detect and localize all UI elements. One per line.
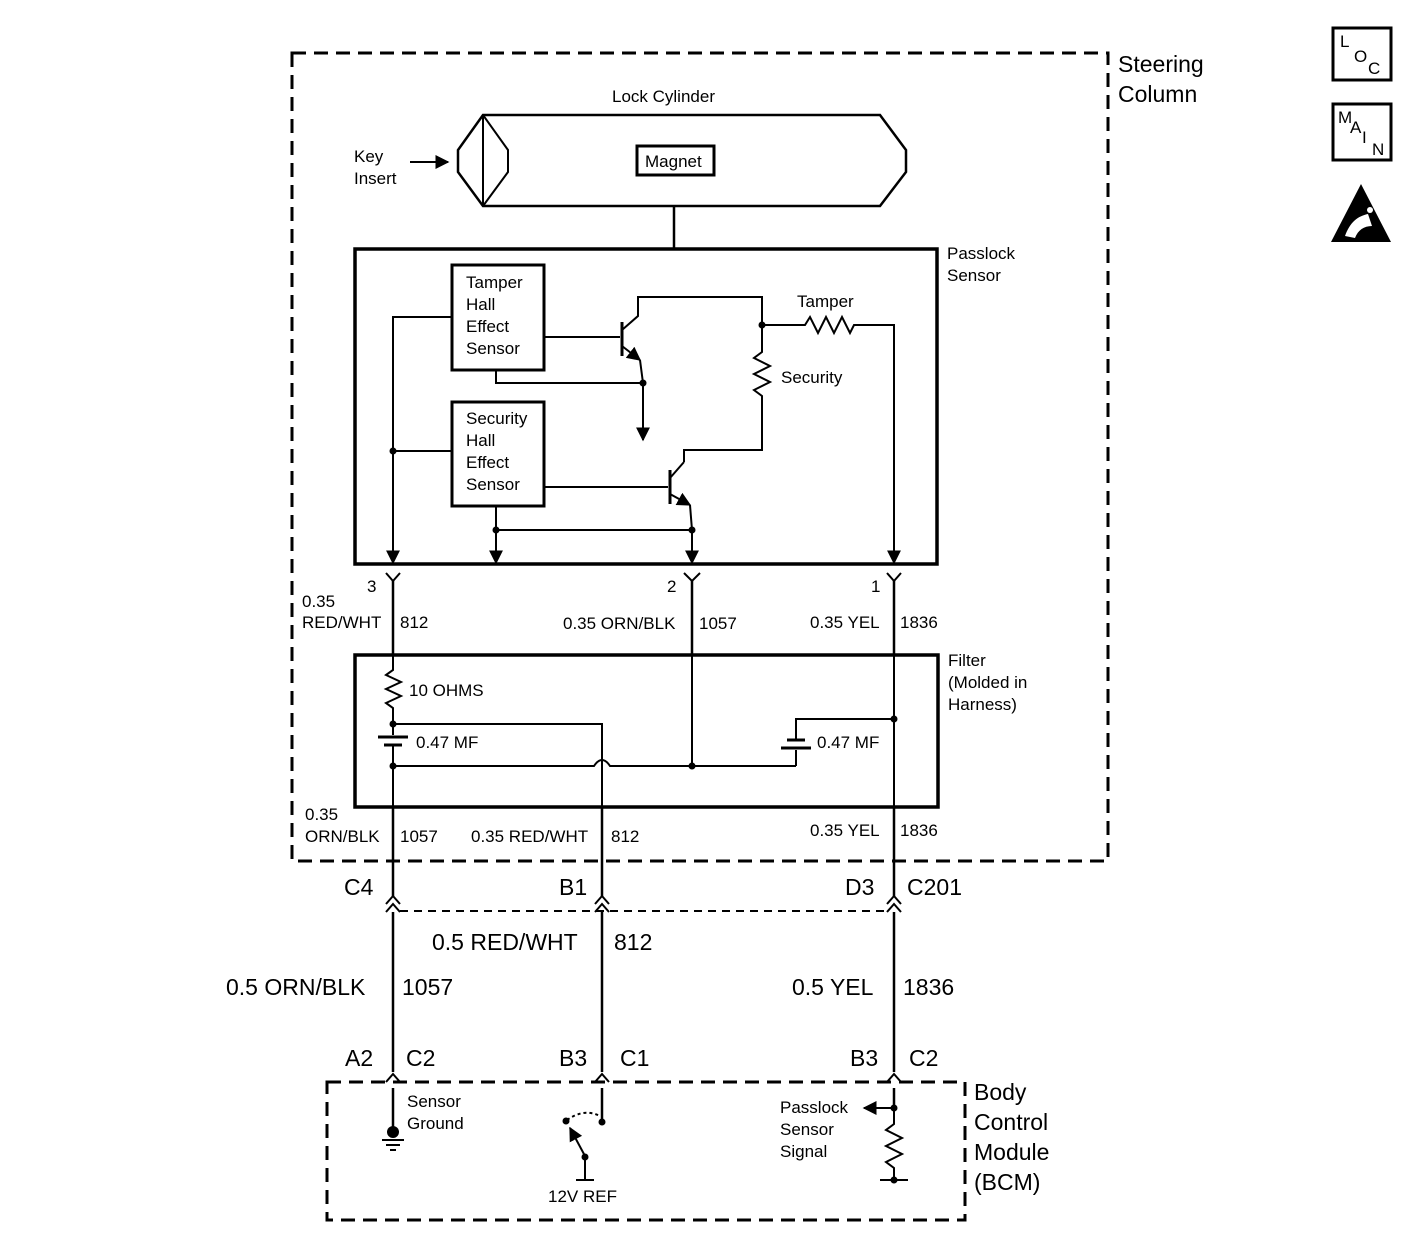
security-hall-sensor-box [450, 400, 546, 508]
ten-ohm-resistor [383, 655, 404, 724]
wire-1057-label: 0.35 ORN/BLK [563, 614, 676, 633]
tamper-resistor [762, 314, 895, 560]
ref-label: 12V REF [548, 1187, 617, 1206]
lock-cylinder-body [456, 113, 908, 208]
svg-text:N: N [1372, 140, 1384, 159]
svg-text:O: O [1354, 47, 1367, 66]
wire-1836-circuit: 1836 [900, 613, 938, 632]
svg-text:L: L [1340, 32, 1349, 51]
c201-b1: B1 [559, 874, 587, 900]
lock-cylinder-title: Lock Cylinder [612, 87, 715, 106]
loc-icon[interactable]: L O C [1331, 26, 1393, 82]
svg-text:M: M [1338, 108, 1352, 127]
wire-812-gauge: 0.35 [302, 592, 335, 611]
svg-text:C: C [1368, 59, 1380, 78]
right-cap-label: 0.47 MF [817, 733, 879, 752]
pin-2-label: 2 [667, 577, 676, 596]
left-cap-label: 0.47 MF [416, 733, 478, 752]
bcm-c2-left: C2 [406, 1045, 435, 1071]
passlock-sensor-box [353, 247, 939, 566]
harness-1057-label: 0.5 ORN/BLK [226, 974, 366, 1000]
main-icon[interactable]: M A I N [1331, 102, 1393, 162]
wire-812-color: RED/WHT [302, 613, 381, 632]
harness-1836-label: 0.5 YEL [792, 974, 874, 1000]
wire-1836-label: 0.35 YEL [810, 613, 880, 632]
harness-1836-circuit: 1836 [903, 974, 954, 1000]
esd-warning-icon[interactable] [1331, 184, 1391, 242]
bcm-c2-right: C2 [909, 1045, 938, 1071]
harness-812-label: 0.5 RED/WHT [432, 929, 578, 955]
bcm-c1: C1 [620, 1045, 649, 1071]
ten-ohm-label: 10 OHMS [409, 681, 484, 700]
pin-1-label: 1 [871, 577, 880, 596]
pin-3-label: 3 [367, 577, 376, 596]
bcm-boundary [325, 1080, 967, 1222]
c201-c4: C4 [344, 874, 374, 900]
filter-out-812-circuit: 812 [611, 827, 639, 846]
harness-1057-circuit: 1057 [402, 974, 453, 1000]
steering-column-boundary [290, 51, 1110, 863]
filter-out-1836-label: 0.35 YEL [810, 821, 880, 840]
filter-out-812-label: 0.35 RED/WHT [471, 827, 588, 846]
filter-out-1057-color: ORN/BLK [305, 827, 380, 846]
bcm-a2: A2 [345, 1045, 373, 1071]
harness-812-circuit: 812 [614, 929, 652, 955]
filter-out-1836-circuit: 1836 [900, 821, 938, 840]
filter-out-1057-circuit: 1057 [400, 827, 438, 846]
c201-name: C201 [907, 874, 962, 900]
wire-1057-circuit: 1057 [699, 614, 737, 633]
bcm-b3-right: B3 [850, 1045, 878, 1071]
bcm-b3-middle: B3 [559, 1045, 587, 1071]
security-resistor-label: Security [781, 368, 843, 387]
wire-812-circuit: 812 [400, 613, 428, 632]
c201-d3: D3 [845, 874, 874, 900]
tamper-resistor-label: Tamper [797, 292, 854, 311]
signal-pullup-resistor [880, 1108, 908, 1181]
svg-text:I: I [1362, 128, 1367, 147]
magnet-label: Magnet [645, 152, 702, 171]
magnet-box [635, 144, 716, 177]
filter-box [353, 653, 940, 809]
filter-out-1057-gauge: 0.35 [305, 805, 338, 824]
security-resistor [683, 325, 773, 462]
svg-text:A: A [1350, 118, 1362, 137]
